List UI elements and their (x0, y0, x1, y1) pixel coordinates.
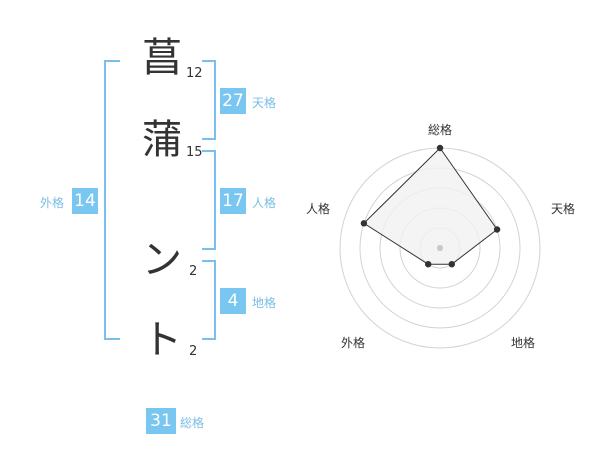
stroke-count-1: 12 (186, 66, 203, 81)
name-char-3: ン (142, 237, 182, 283)
radar-point-1 (436, 144, 444, 152)
radar-center-dot (437, 245, 443, 251)
ten-kaku-label: 天格 (252, 96, 277, 110)
radar-label-gai: 外格 (341, 336, 366, 350)
radar-point-4 (425, 261, 432, 268)
chi-bracket (202, 260, 216, 340)
jin-bracket (202, 150, 216, 250)
ten-bracket (202, 60, 216, 140)
name-char-1: 菖 (142, 35, 182, 81)
stroke-count-2: 15 (186, 145, 203, 160)
outer-bracket (104, 60, 120, 340)
gai-kaku-label: 外格 (40, 196, 65, 210)
ten-kaku-value: 27 (220, 88, 246, 114)
name-char-2: 蒲 (142, 117, 182, 163)
radar-label-sou: 総格 (428, 123, 453, 137)
radar-point-2 (493, 226, 501, 233)
jin-kaku-value: 17 (220, 188, 246, 214)
radar-label-ten: 天格 (551, 202, 576, 216)
radar-chart (339, 144, 541, 349)
gai-kaku-value: 14 (72, 188, 98, 214)
radar-label-jin: 人格 (306, 202, 331, 216)
radar-point-5 (360, 220, 368, 227)
chi-kaku-label: 地格 (252, 296, 277, 310)
stroke-count-4: 2 (189, 344, 198, 359)
stroke-count-3: 2 (189, 264, 198, 279)
chi-kaku-value: 4 (220, 288, 246, 314)
radar-label-chi: 地格 (511, 336, 536, 350)
sou-kaku-label: 総格 (180, 416, 205, 430)
sou-kaku-value: 31 (146, 408, 176, 434)
jin-kaku-label: 人格 (252, 196, 277, 210)
radar-value-polygon (363, 147, 498, 265)
name-char-4: ト (142, 317, 182, 363)
radar-point-3 (448, 261, 455, 268)
